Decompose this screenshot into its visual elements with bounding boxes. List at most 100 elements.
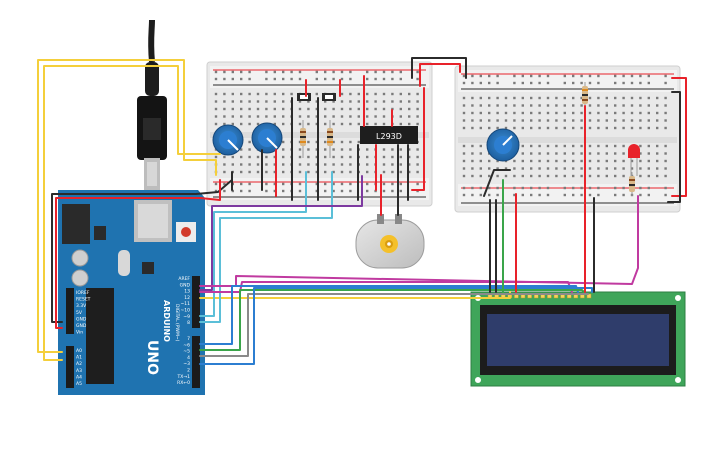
breadboard-right-hole [488, 111, 491, 115]
wire-blue-d7 [199, 287, 593, 365]
dc-motor [355, 214, 425, 269]
breadboard-right-hole [471, 159, 474, 163]
breadboard-left-hole [240, 92, 243, 96]
breadboard-right-hole [597, 159, 600, 163]
breadboard-left-hole [324, 148, 327, 151]
breadboard-right-hole [513, 111, 516, 115]
breadboard-right-rail-hole [597, 193, 600, 197]
breadboard-left-hole [324, 140, 327, 144]
pin-label: RX←0 [177, 380, 190, 386]
breadboard-right-hole [622, 144, 625, 148]
breadboard-right-hole [588, 152, 592, 155]
breadboard-right-hole [647, 126, 650, 130]
wire-cyan-1 [199, 171, 307, 317]
breadboard-left-hole [332, 155, 335, 159]
breadboard-right-hole [479, 119, 482, 122]
breadboard-left-hole [298, 107, 302, 111]
breadboard-left-hole [214, 100, 218, 103]
breadboard-left [206, 61, 433, 207]
breadboard-left-rail-hole [231, 70, 234, 74]
analog-header [66, 346, 74, 388]
breadboard-left-rail-hole [315, 189, 318, 193]
breadboard-right-rail-hole [580, 81, 583, 85]
breadboard-left-rail-hole [391, 77, 394, 81]
breadboard-left-hole [340, 100, 344, 103]
breadboard-left-hole [307, 100, 310, 103]
breadboard-right-hole [656, 126, 659, 130]
breadboard-right-hole [462, 174, 466, 178]
breadboard-right-hole [530, 144, 533, 148]
breadboard-left-hole [366, 122, 369, 126]
breadboard-left-rail-hole [374, 77, 377, 81]
breadboard-left-hole [332, 170, 335, 174]
breadboard-right-rail-hole [647, 81, 650, 85]
breadboard-left-hole [349, 107, 352, 111]
breadboard-right-rail-hole [513, 186, 516, 190]
breadboard-left-hole [214, 122, 218, 126]
breadboard-right-rail-hole [546, 81, 550, 85]
breadboard-left-rail-hole [273, 70, 276, 74]
breadboard-left-hole [408, 100, 411, 103]
breadboard-right-rail-hole [614, 74, 617, 78]
breadboard-right-hole [656, 144, 659, 148]
breadboard-left-hole [256, 163, 260, 166]
pin-label: A4 [76, 374, 82, 380]
breadboard-right-hole [572, 167, 575, 170]
breadboard-right-hole [563, 167, 566, 170]
pin-label: GND [76, 316, 87, 322]
breadboard-right-hole [471, 126, 474, 130]
breadboard-right-hole [630, 159, 634, 163]
breadboard-left-hole [298, 100, 302, 103]
breadboard-left-rail-hole [382, 70, 386, 74]
push-button-1[interactable] [297, 93, 311, 101]
breadboard-right-hole [639, 152, 642, 155]
breadboard-right-rail-hole [513, 74, 516, 78]
breadboard-left-rail-hole [315, 70, 318, 74]
breadboard-right-hole [605, 96, 608, 100]
breadboard-right-rail-hole [496, 81, 499, 85]
breadboard-left-hole [298, 148, 302, 151]
potentiometer-1[interactable] [212, 124, 244, 156]
potentiometer-2[interactable] [251, 122, 283, 154]
breadboard-left-rail-hole [399, 182, 402, 186]
breadboard-left-rail-hole [240, 182, 243, 186]
breadboard-left-hole [290, 92, 293, 96]
breadboard-left-rail-hole [382, 189, 386, 193]
breadboard-left-hole [231, 107, 234, 111]
atmega-chip [86, 288, 114, 384]
breadboard-right-rail-hole [597, 74, 600, 78]
wire-red-1 [55, 179, 221, 329]
breadboard-left-rail-hole [282, 70, 285, 74]
breadboard-right-hole [622, 111, 625, 115]
breadboard-right-hole [597, 174, 600, 178]
breadboard-left-hole [282, 92, 285, 96]
breadboard-left-hole [298, 122, 302, 126]
breadboard-right-hole [471, 174, 474, 178]
breadboard-right-hole [521, 104, 524, 107]
breadboard-right-hole [462, 167, 466, 170]
breadboard-left-hole [399, 122, 402, 126]
breadboard-left-rail-hole [231, 189, 234, 193]
breadboard-right-rail-hole [588, 186, 592, 190]
arduino-model-label: UNO [144, 340, 160, 375]
pin-label: A5 [76, 381, 82, 387]
push-button-2[interactable] [322, 93, 336, 101]
breadboard-left-rail-hole [366, 70, 369, 74]
potentiometer-3[interactable] [486, 128, 520, 162]
breadboard-right-hole [462, 119, 466, 122]
breadboard-left-rail-hole [273, 182, 276, 186]
breadboard-right-hole [647, 96, 650, 100]
breadboard-left-hole [408, 148, 411, 151]
breadboard-right-hole [605, 167, 608, 170]
breadboard-right-rail-hole [572, 193, 575, 197]
breadboard-left-rail-hole [340, 70, 344, 74]
breadboard-left-hole [324, 155, 327, 159]
breadboard-right-hole [580, 152, 583, 155]
breadboard-right-hole [504, 174, 508, 178]
breadboard-left-hole [265, 155, 268, 159]
breadboard-left-hole [223, 122, 226, 126]
l293d-driver-chip: L293D [360, 126, 418, 144]
breadboard-right-rail-hole [546, 74, 550, 78]
wires [37, 57, 687, 365]
